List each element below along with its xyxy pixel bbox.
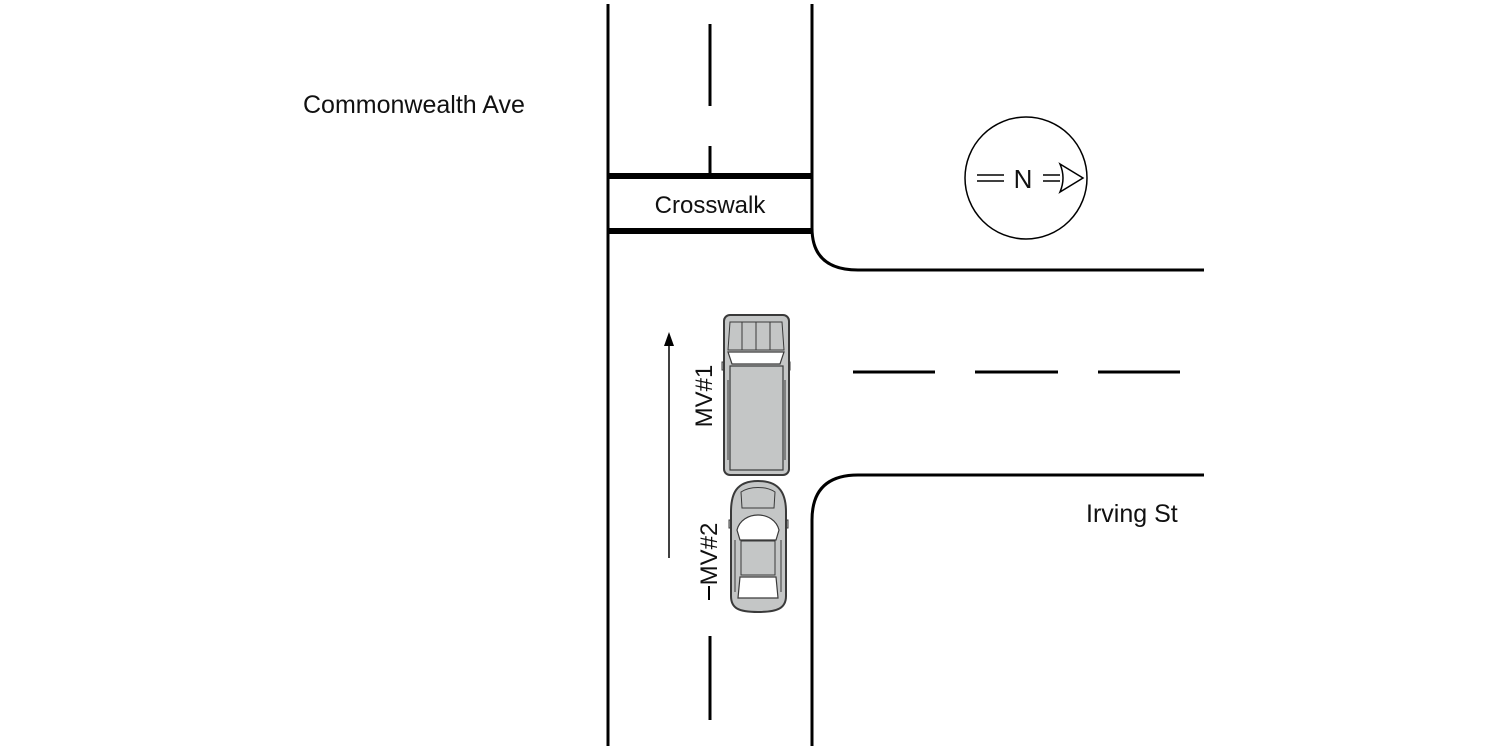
- street-label-commonwealth: Commonwealth Ave: [303, 91, 525, 119]
- vehicle-mv2: MV#2: [696, 479, 789, 614]
- irving-st-road: [810, 227, 1204, 521]
- crosswalk-label: Crosswalk: [655, 192, 767, 219]
- street-label-irving: Irving St: [1086, 500, 1178, 528]
- north-arrow-icon: N: [964, 116, 1088, 240]
- commonwealth-ave-road: [606, 4, 814, 746]
- vehicle-mv2-label: MV#2: [696, 523, 723, 586]
- irving-north-curb: [810, 227, 1204, 272]
- up-arrow-icon: [664, 332, 674, 558]
- crosswalk: Crosswalk: [608, 173, 812, 234]
- vehicle-mv1: MV#1: [691, 314, 791, 476]
- vehicle-mv1-label: MV#1: [691, 365, 718, 428]
- irving-south-curb: [810, 473, 1204, 521]
- north-label: N: [1014, 164, 1033, 194]
